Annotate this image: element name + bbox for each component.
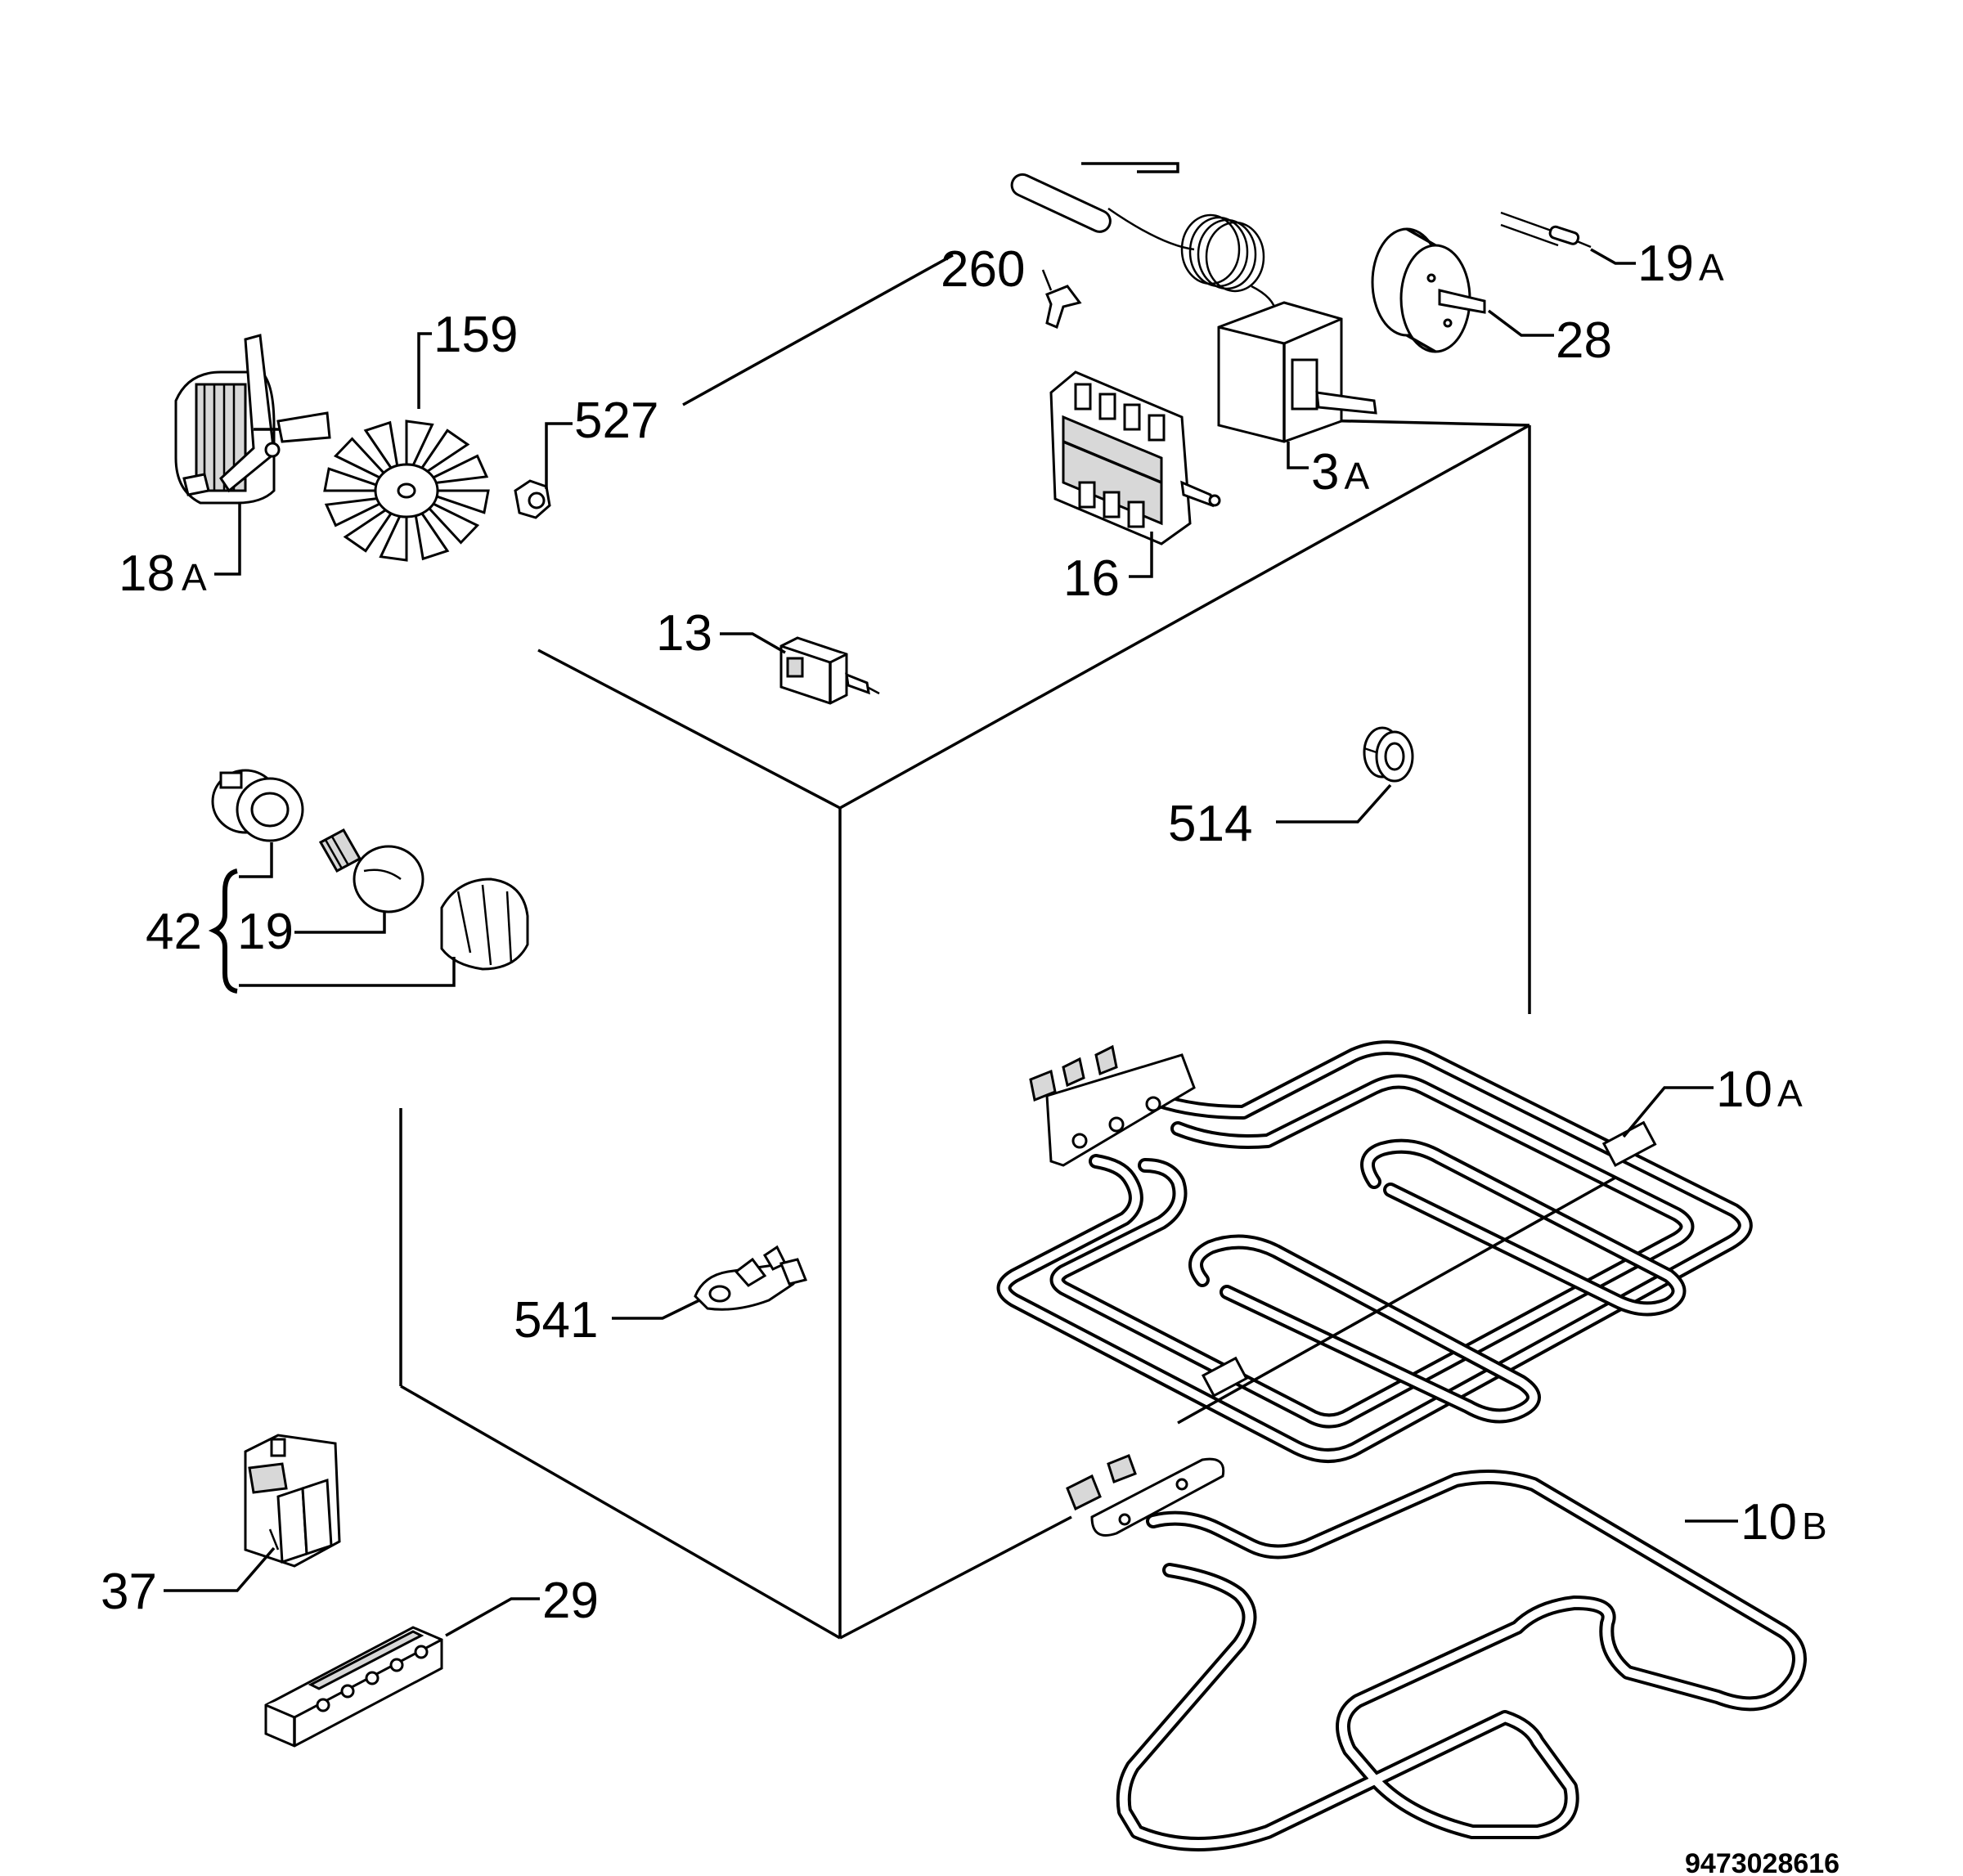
leader-19a <box>1590 248 1636 265</box>
fan-motor-part <box>174 334 331 505</box>
fan-blade-part <box>323 420 490 562</box>
drawing-code: 9473028616 <box>1685 1848 1839 1876</box>
grill-element-part <box>996 1040 1753 1463</box>
selector-switch-part <box>1049 370 1221 545</box>
clip-part <box>1041 269 1082 330</box>
bottom-element-part <box>1066 1454 1807 1851</box>
thermal-fuse-part <box>1500 211 1592 249</box>
leader-37 <box>164 1546 276 1592</box>
leader-527 <box>545 422 573 489</box>
leader-3a <box>1287 442 1309 469</box>
label-514: 514 <box>1168 796 1252 852</box>
label-28: 28 <box>1556 312 1612 369</box>
label-541: 541 <box>514 1292 598 1349</box>
leader-10a <box>1622 1086 1714 1138</box>
leader-42-group <box>208 842 456 994</box>
label-19: 19 <box>237 904 294 960</box>
leader-514 <box>1276 783 1392 824</box>
fan-nut-part <box>514 479 551 519</box>
leader-159 <box>417 332 432 409</box>
lamp-bulb-part <box>318 828 424 913</box>
push-switch-part <box>779 636 880 705</box>
label-29: 29 <box>542 1573 599 1629</box>
timer-part <box>1371 227 1486 353</box>
label-260: 260 <box>941 241 1025 298</box>
leader-28 <box>1487 309 1554 337</box>
leader-18a <box>214 503 241 576</box>
leader-29 <box>445 1597 540 1637</box>
leader-16 <box>1129 532 1153 578</box>
label-16: 16 <box>1063 550 1120 607</box>
label-37: 37 <box>101 1564 157 1620</box>
label-13: 13 <box>656 605 712 662</box>
cable-clamp-part <box>694 1245 808 1311</box>
label-527: 527 <box>574 393 658 449</box>
lamp-cover-part <box>440 877 529 971</box>
oven-cabinet-outline <box>399 162 1531 1640</box>
door-switch-part <box>244 1434 341 1568</box>
lamp-holder-part <box>211 769 304 842</box>
grommet-part <box>1363 726 1414 783</box>
leader-541 <box>612 1299 700 1320</box>
thermostat-part <box>1010 173 1377 443</box>
label-159: 159 <box>433 307 518 363</box>
terminal-block-part <box>264 1626 443 1748</box>
leader-13 <box>720 632 786 654</box>
label-42: 42 <box>146 904 202 960</box>
